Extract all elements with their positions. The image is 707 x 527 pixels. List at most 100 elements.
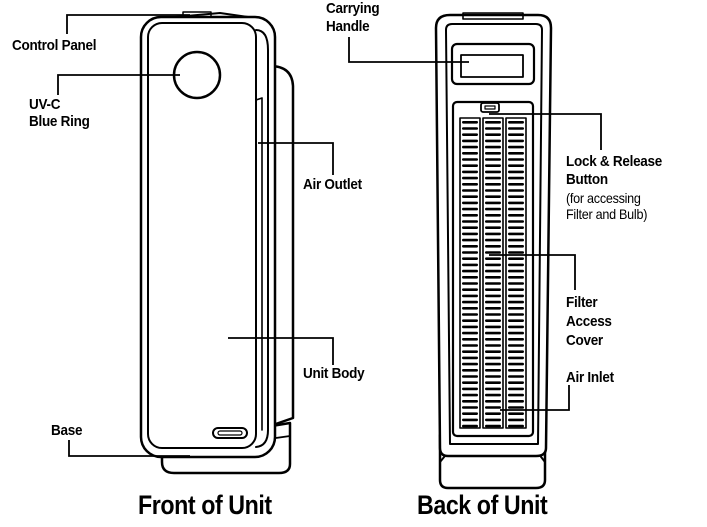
grille-slot (485, 257, 501, 260)
grille-slot (462, 325, 478, 329)
grille-slot (462, 152, 478, 155)
grille-slot (508, 145, 524, 149)
grille-slot (508, 133, 524, 136)
back-base-shape (438, 433, 547, 490)
grille-slot (508, 269, 524, 273)
grille-slot (462, 170, 478, 174)
grille-slot (462, 232, 478, 236)
grille-slot (462, 406, 478, 409)
grille-slot (508, 387, 524, 391)
grille-slot (508, 406, 524, 409)
grille-slot (485, 183, 501, 186)
grille-slot (462, 288, 478, 291)
label-lock-line1: Lock & Release (566, 153, 663, 170)
grille-slot (508, 183, 524, 186)
grille-slot (485, 282, 501, 285)
grille-slot (508, 381, 524, 384)
label-lock-note1: (for accessing (566, 190, 641, 206)
grille-slot (485, 381, 501, 384)
label-unit-body: Unit Body (303, 365, 365, 382)
grille-slot (485, 133, 501, 136)
grille-slot (508, 238, 524, 242)
grille-slot (508, 127, 524, 130)
grille-slot (485, 158, 501, 161)
grille-slot (485, 226, 501, 229)
grille-slot (485, 201, 501, 205)
grille-slot (485, 263, 501, 267)
grille-slot (462, 307, 478, 310)
grille-slot (462, 238, 478, 242)
label-handle-line1: Carrying (326, 0, 380, 17)
grille-slot (508, 300, 524, 304)
grille-slot (462, 257, 478, 260)
label-base: Base (51, 422, 83, 439)
label-lock-line2: Button (566, 171, 608, 188)
carrying-handle-shape (450, 42, 536, 86)
grille-slot (485, 338, 501, 341)
grille-slot (508, 195, 524, 198)
grille-slot (508, 325, 524, 329)
grille-slot (508, 393, 524, 397)
grille-slot (462, 276, 478, 279)
grille-slot (485, 214, 501, 217)
grille-slot (485, 288, 501, 291)
grille-slot (462, 214, 478, 217)
grille-slot (508, 338, 524, 341)
grille-slot (485, 170, 501, 174)
grille-slot (485, 232, 501, 236)
label-control-panel: Control Panel (12, 37, 97, 54)
grille-slot (508, 207, 524, 211)
grille-slot (485, 406, 501, 409)
grille-slot (462, 344, 478, 347)
grille-slot (508, 418, 524, 422)
grille-slot (485, 145, 501, 149)
grille-slot (462, 418, 478, 422)
grille-slot (508, 375, 524, 378)
grille-slot (508, 356, 524, 360)
grille-slot (485, 313, 501, 316)
label-filter-line2: Access (566, 313, 612, 330)
grille-slot (462, 393, 478, 397)
grille-slot (485, 269, 501, 273)
grille-slot (485, 356, 501, 360)
grille-slot (462, 201, 478, 205)
grille-slot (462, 195, 478, 198)
leader-filter (489, 254, 576, 290)
grille-slot (462, 139, 478, 143)
grille-slot (485, 220, 501, 223)
grille-slot (485, 294, 501, 298)
grille-slot (485, 387, 501, 391)
back-unit-illustration (434, 12, 553, 490)
grille-slot (485, 424, 501, 428)
grille-slot (462, 350, 478, 353)
grille-slot (462, 127, 478, 130)
label-lock-note2: Filter and Bulb) (566, 206, 648, 222)
grille-slot (485, 393, 501, 397)
grille-slot (508, 319, 524, 322)
label-uvc-line1: UV-C (29, 96, 61, 113)
grille-slot (485, 127, 501, 130)
label-filter-line1: Filter (566, 294, 598, 311)
grille-slot (485, 325, 501, 329)
grille-slot (462, 369, 478, 372)
grille-slot (462, 294, 478, 298)
grille-slot (508, 294, 524, 298)
grille-slot (485, 164, 501, 167)
grille-slot (462, 263, 478, 267)
grille-slot (485, 319, 501, 322)
grille-slot (508, 331, 524, 335)
grille-slot (508, 350, 524, 353)
grille-slot (485, 251, 501, 254)
grille-slot (485, 331, 501, 335)
grille-slot (508, 313, 524, 316)
filter-cover-shape (451, 100, 535, 438)
grille-slot (462, 220, 478, 223)
grille-slot (462, 164, 478, 167)
grille-slot (462, 158, 478, 161)
grille-slot (508, 189, 524, 192)
grille-slot (462, 387, 478, 391)
grille-slot (485, 245, 501, 248)
grille-slot (508, 139, 524, 143)
leader-air-outlet (258, 142, 334, 175)
